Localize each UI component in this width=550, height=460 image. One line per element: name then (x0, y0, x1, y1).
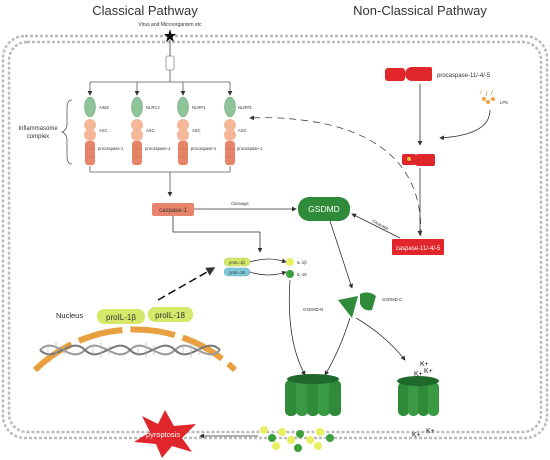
inflammasome-brace (60, 99, 73, 165)
gsdmd-c-fragment: GSDMD-C (360, 292, 402, 311)
gsdmd-node: GSDMD (298, 197, 350, 221)
potassium-label-3: K+ (414, 371, 423, 378)
caspase-11-label: caspase-11/-4/-5 (396, 246, 441, 252)
non-classical-pathway-title: Non-Classical Pathway (353, 3, 487, 18)
procaspase-11-node: procaspase-11/-4/-5 (385, 67, 491, 81)
potassium-label-5: K+ (426, 428, 435, 435)
procaspase-label-4: procaspase-1 (237, 146, 263, 151)
lps-arrow (439, 109, 491, 141)
caspase-1-node: caspase-1 (152, 203, 194, 216)
potassium-label-4: K+ (412, 432, 421, 439)
gsdmd-split-arrow (329, 220, 354, 289)
sensor-label-nlrp3: NLRP3 (238, 105, 252, 110)
gsdmd-label: GSDMD (308, 204, 340, 214)
inflammasome-nlrc4: NLRC4 ASC procaspase-1 (131, 96, 171, 165)
caspase-11-node: caspase-11/-4/-5 (392, 239, 444, 255)
inflammasome-label-line1: Inflammasome (18, 126, 58, 132)
caspase-1-to-il-arrow (172, 216, 263, 253)
feedback-dashed-arrow (249, 115, 422, 249)
lps-icon: LPS (479, 89, 508, 105)
procaspase-11-label: procaspase-11/-4/-5 (437, 73, 491, 79)
cleavage-label-left: Cleavage (231, 201, 249, 206)
nucleus-proil-18: proIL-18 (148, 307, 193, 322)
procaspase-label-1: procaspase-1 (98, 146, 124, 151)
dna-helix (39, 342, 221, 358)
il18-maturation-arrow (249, 270, 287, 276)
sensor-label-nlrp1: NLRP1 (192, 105, 206, 110)
transcription-arrow (157, 267, 216, 301)
inflammasome-nlrp3: NLRP3 ASC procaspase-1 (224, 96, 263, 165)
gsdmd-pore-2 (397, 376, 439, 416)
sensor-label-nlrc4: NLRC4 (146, 105, 160, 110)
pathogen-star-icon (164, 29, 176, 42)
lps-bound-procaspase-11 (402, 154, 435, 166)
il18-dot (286, 270, 294, 278)
pyroptosis-burst-icon: pyroptosis (134, 410, 196, 458)
inflammasome-nlrp1: NLRP1 ASC procaspase-1 (177, 96, 217, 165)
il1b-maturation-arrow (249, 258, 287, 264)
cell-membrane (1, 34, 549, 440)
procaspase-label-2: procaspase-1 (145, 146, 171, 151)
gsdmd-pore-1 (285, 374, 341, 416)
potassium-label-1: K+ (420, 361, 429, 368)
potassium-label-2: K+ (424, 368, 433, 375)
sensor-label-aim2: AIM2 (99, 105, 109, 110)
il1b-dot (286, 258, 294, 266)
il18-label: IL-18 (297, 272, 307, 277)
nucleus-label: Nucleus (56, 311, 83, 320)
inflammasome-label-line2: complex (27, 134, 49, 140)
lps-label: LPS (500, 100, 508, 105)
small-proil-pair: proIL-1β proIL-18 (223, 257, 251, 277)
gsdmd-n-to-pore1-arrow (324, 317, 351, 376)
gsdmd-n-label: GSDMD-N (303, 307, 323, 312)
pyroptosis-label: pyroptosis (146, 430, 180, 439)
gsdmd-n-fragment: GSDMD-N (303, 296, 358, 318)
small-proil-18-label: proIL-18 (229, 270, 245, 275)
inflammasome-branch-lines (87, 81, 233, 96)
il-to-pore-arrow (288, 279, 306, 376)
trigger-label: Virus and Microorganism etc (138, 22, 202, 28)
inflammasome-merge-lines (89, 166, 231, 197)
cleavage-arrow-right (351, 213, 401, 239)
caspase-1-label: caspase-1 (159, 208, 187, 214)
released-cytokines (260, 426, 334, 452)
il1b-label: IL-1β (297, 260, 307, 265)
asc-label-4: ASC (238, 128, 247, 133)
inflammasome-aim2: AIM2 ASC procaspase-1 (84, 96, 124, 165)
nucleus-proil-18-label: proIL-18 (155, 311, 185, 320)
gsdmd-n-to-pore2-arrow (355, 317, 406, 361)
small-proil-1b-label: proIL-1β (229, 260, 245, 265)
receptor-icon (165, 40, 175, 71)
procaspase-label-3: procaspase-1 (191, 146, 217, 151)
asc-label-2: ASC (146, 128, 155, 133)
asc-label-1: ASC (99, 128, 108, 133)
classical-pathway-title: Classical Pathway (92, 3, 198, 18)
gsdmd-c-label: GSDMD-C (382, 297, 402, 302)
asc-label-3: ASC (192, 128, 201, 133)
nucleus-proil-1b-label: proIL-1β (106, 313, 136, 322)
nucleus-proil-1b: proIL-1β (97, 309, 145, 324)
